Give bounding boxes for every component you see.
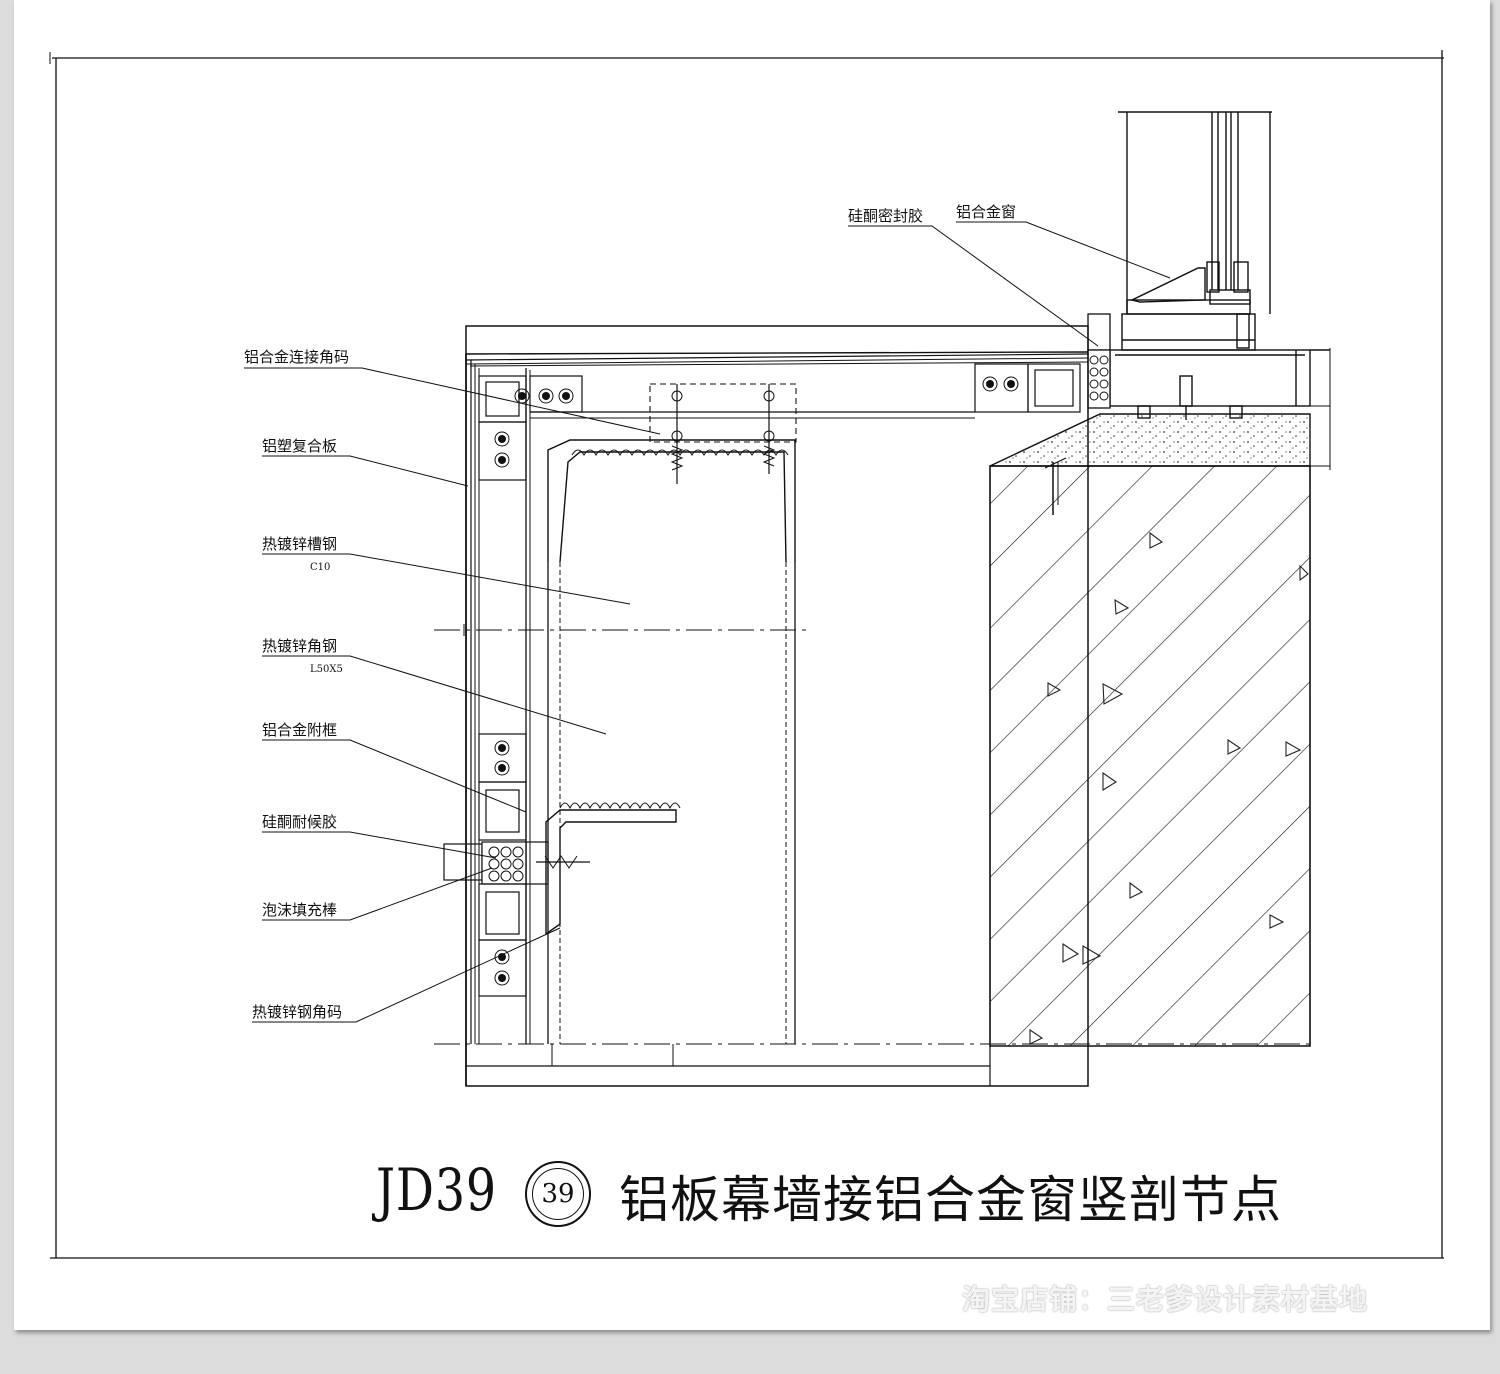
label-al-corner-connector: 铝合金连接角码 [244, 348, 349, 366]
corner-connectors [478, 363, 1081, 986]
left-panel [465, 354, 531, 1086]
angle-steel-l50x5 [536, 802, 681, 936]
watermark-text: 淘宝店铺：三老爹设计素材基地 [962, 1283, 1369, 1316]
label-channel-steel: 热镀锌槽钢 [262, 535, 337, 553]
label-al-window: 铝合金窗 [956, 203, 1016, 221]
callout-labels: 铝合金连接角码 铝塑复合板 热镀锌槽钢 C10 热镀锌角钢 L50X5 铝合金附… [244, 203, 1016, 1021]
label-weather-sealant: 硅酮耐候胶 [262, 813, 337, 831]
concrete-wall [989, 465, 1311, 1047]
section-drawing: 铝合金连接角码 铝塑复合板 热镀锌槽钢 C10 热镀锌角钢 L50X5 铝合金附… [49, 50, 1444, 1259]
label-steel-corner-connector: 热镀锌钢角码 [252, 1003, 342, 1021]
label-acp-panel: 铝塑复合板 [262, 437, 337, 455]
label-angle-steel-spec: L50X5 [310, 664, 343, 675]
drawing-code: JD39 [376, 1156, 498, 1224]
label-silicone-sealant: 硅酮密封胶 [848, 207, 923, 225]
mortar-sill [989, 348, 1331, 515]
channel-steel-c10 [466, 439, 991, 1086]
aluminum-window [1109, 111, 1330, 420]
sub-frame-joint [443, 733, 549, 997]
label-angle-steel: 热镀锌角钢 [262, 637, 337, 655]
drawing-frame [49, 50, 1444, 1259]
leader-lines [244, 221, 1171, 1023]
anchor-plate [649, 383, 797, 484]
break-lines [434, 624, 1310, 1045]
top-panel [465, 325, 1089, 1087]
drawing-sheet: 铝合金连接角码 铝塑复合板 热镀锌槽钢 C10 热镀锌角钢 L50X5 铝合金附… [14, 0, 1490, 1330]
label-channel-steel-spec: C10 [310, 562, 330, 573]
label-al-sub-frame: 铝合金附框 [262, 721, 337, 739]
detail-number-badge: 39 [525, 1161, 591, 1227]
label-foam-rod: 泡沫填充棒 [262, 901, 337, 919]
window-joint-sealant [1087, 313, 1111, 409]
detail-number: 39 [532, 1168, 584, 1220]
drawing-title: 铝板幕墙接铝合金窗竖剖节点 [619, 1171, 1282, 1229]
